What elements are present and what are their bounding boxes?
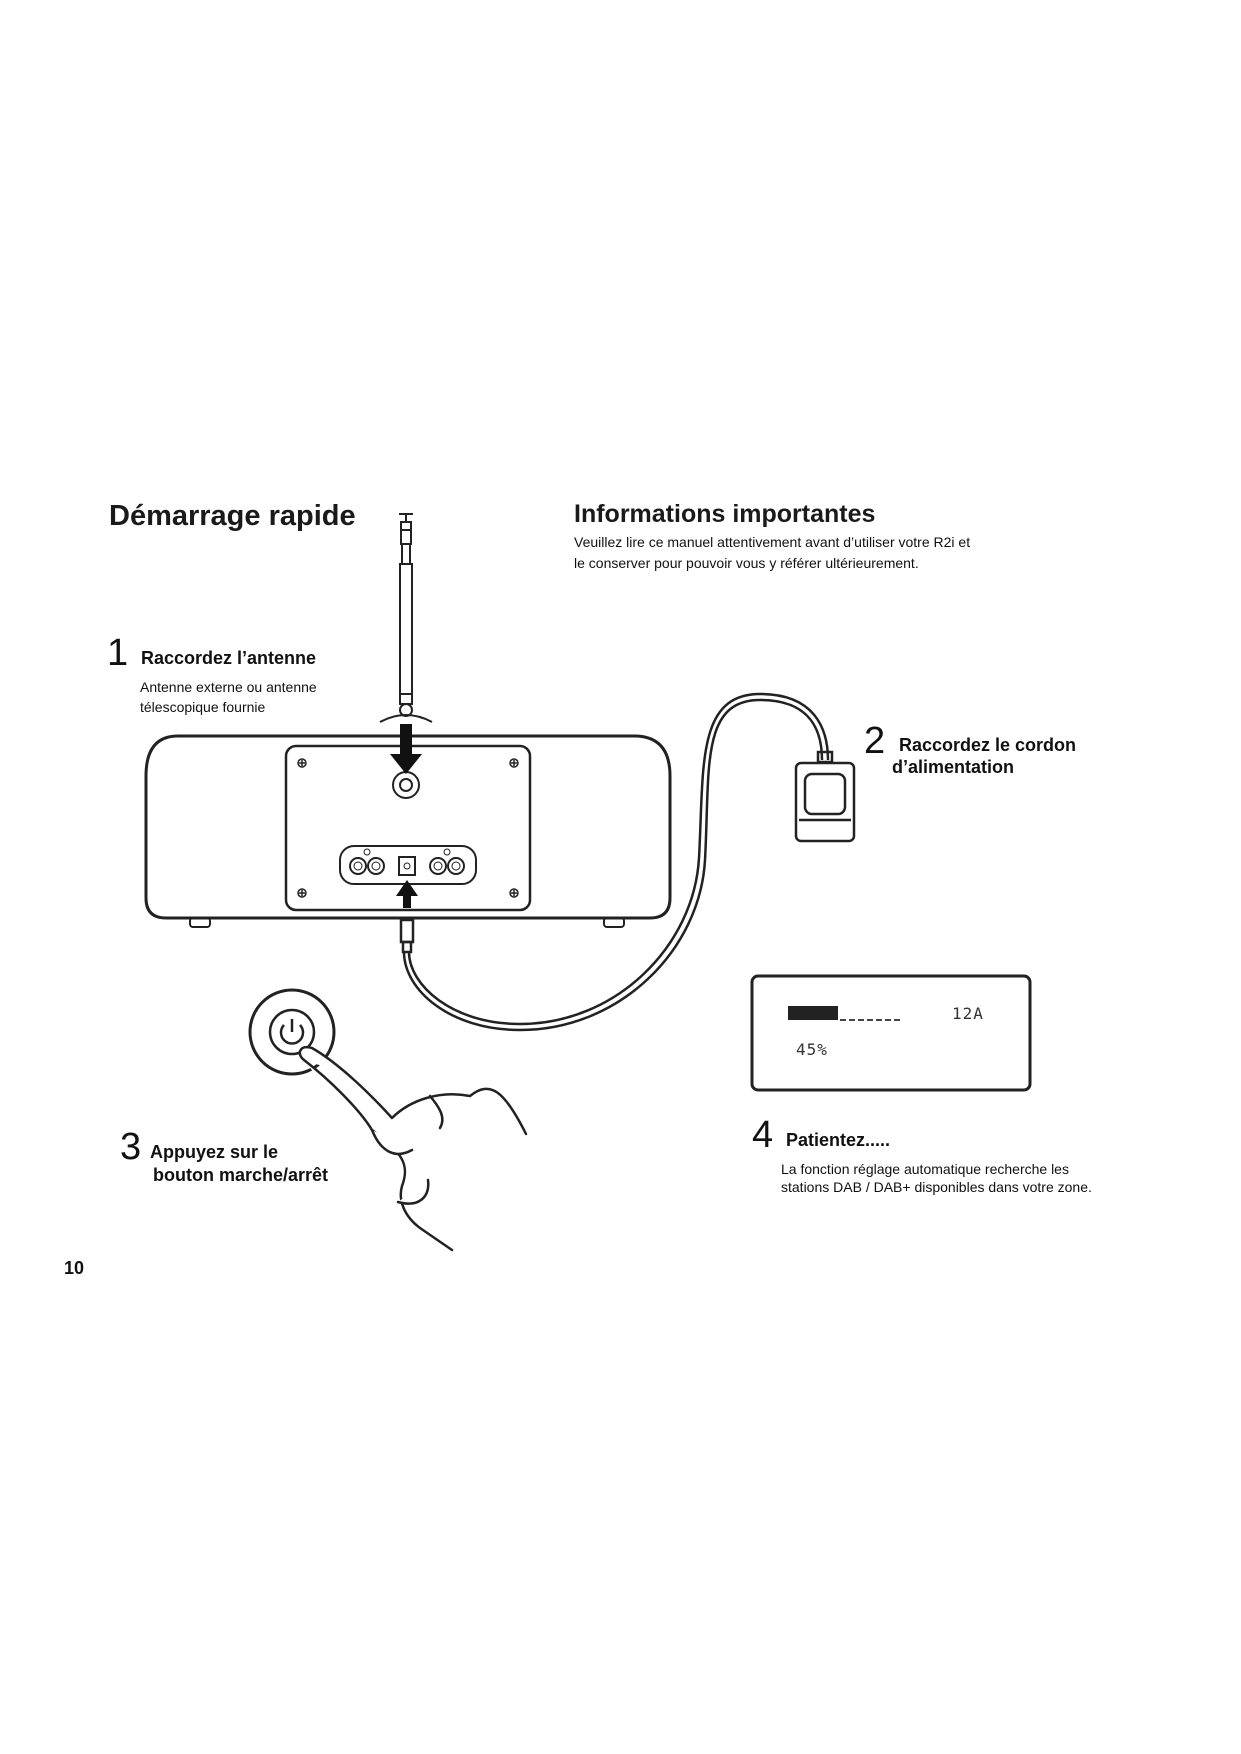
step-1-number: 1	[107, 632, 129, 674]
page-number: 10	[64, 1258, 85, 1278]
step-2-number: 2	[864, 720, 886, 762]
step-1-title: Raccordez l’antenne	[141, 648, 317, 668]
info-title: Informations importantes	[574, 500, 876, 528]
telescopic-antenna-icon	[379, 513, 433, 723]
lcd-progress-fill	[788, 1006, 838, 1020]
hand-pointer-icon	[298, 1045, 528, 1252]
step-3-title-1: Appuyez sur le	[150, 1142, 279, 1162]
step-3-title-2: bouton marche/arrêt	[153, 1165, 329, 1185]
info-line-2: le conserver pour pouvoir vous y référer…	[574, 555, 919, 571]
arrow-down-icon	[390, 724, 422, 774]
lcd-percent: 45%	[796, 1040, 828, 1059]
power-adapter-icon	[794, 750, 856, 843]
step-4-desc-1: La fonction réglage automatique recherch…	[781, 1161, 1069, 1177]
step-1-desc-1: Antenne externe ou antenne	[140, 679, 317, 695]
arrow-up-icon	[396, 880, 418, 908]
page-title: Démarrage rapide	[109, 500, 356, 532]
step-4-desc-2: stations DAB / DAB+ disponibles dans vot…	[781, 1179, 1092, 1195]
step-1-desc-2: télescopique fournie	[140, 699, 266, 715]
lcd-display	[750, 974, 1032, 1092]
lcd-channel: 12A	[952, 1004, 984, 1023]
power-button-icon	[248, 988, 336, 1076]
step-4-number: 4	[752, 1114, 774, 1156]
step-2-title-1: Raccordez le cordon	[899, 735, 1077, 755]
step-4-title: Patientez.....	[786, 1130, 891, 1150]
info-line-1: Veuillez lire ce manuel attentivement av…	[574, 534, 971, 550]
step-3-number: 3	[120, 1126, 142, 1168]
power-cable	[399, 692, 830, 1032]
step-2-title-2: d’alimentation	[892, 757, 1015, 777]
